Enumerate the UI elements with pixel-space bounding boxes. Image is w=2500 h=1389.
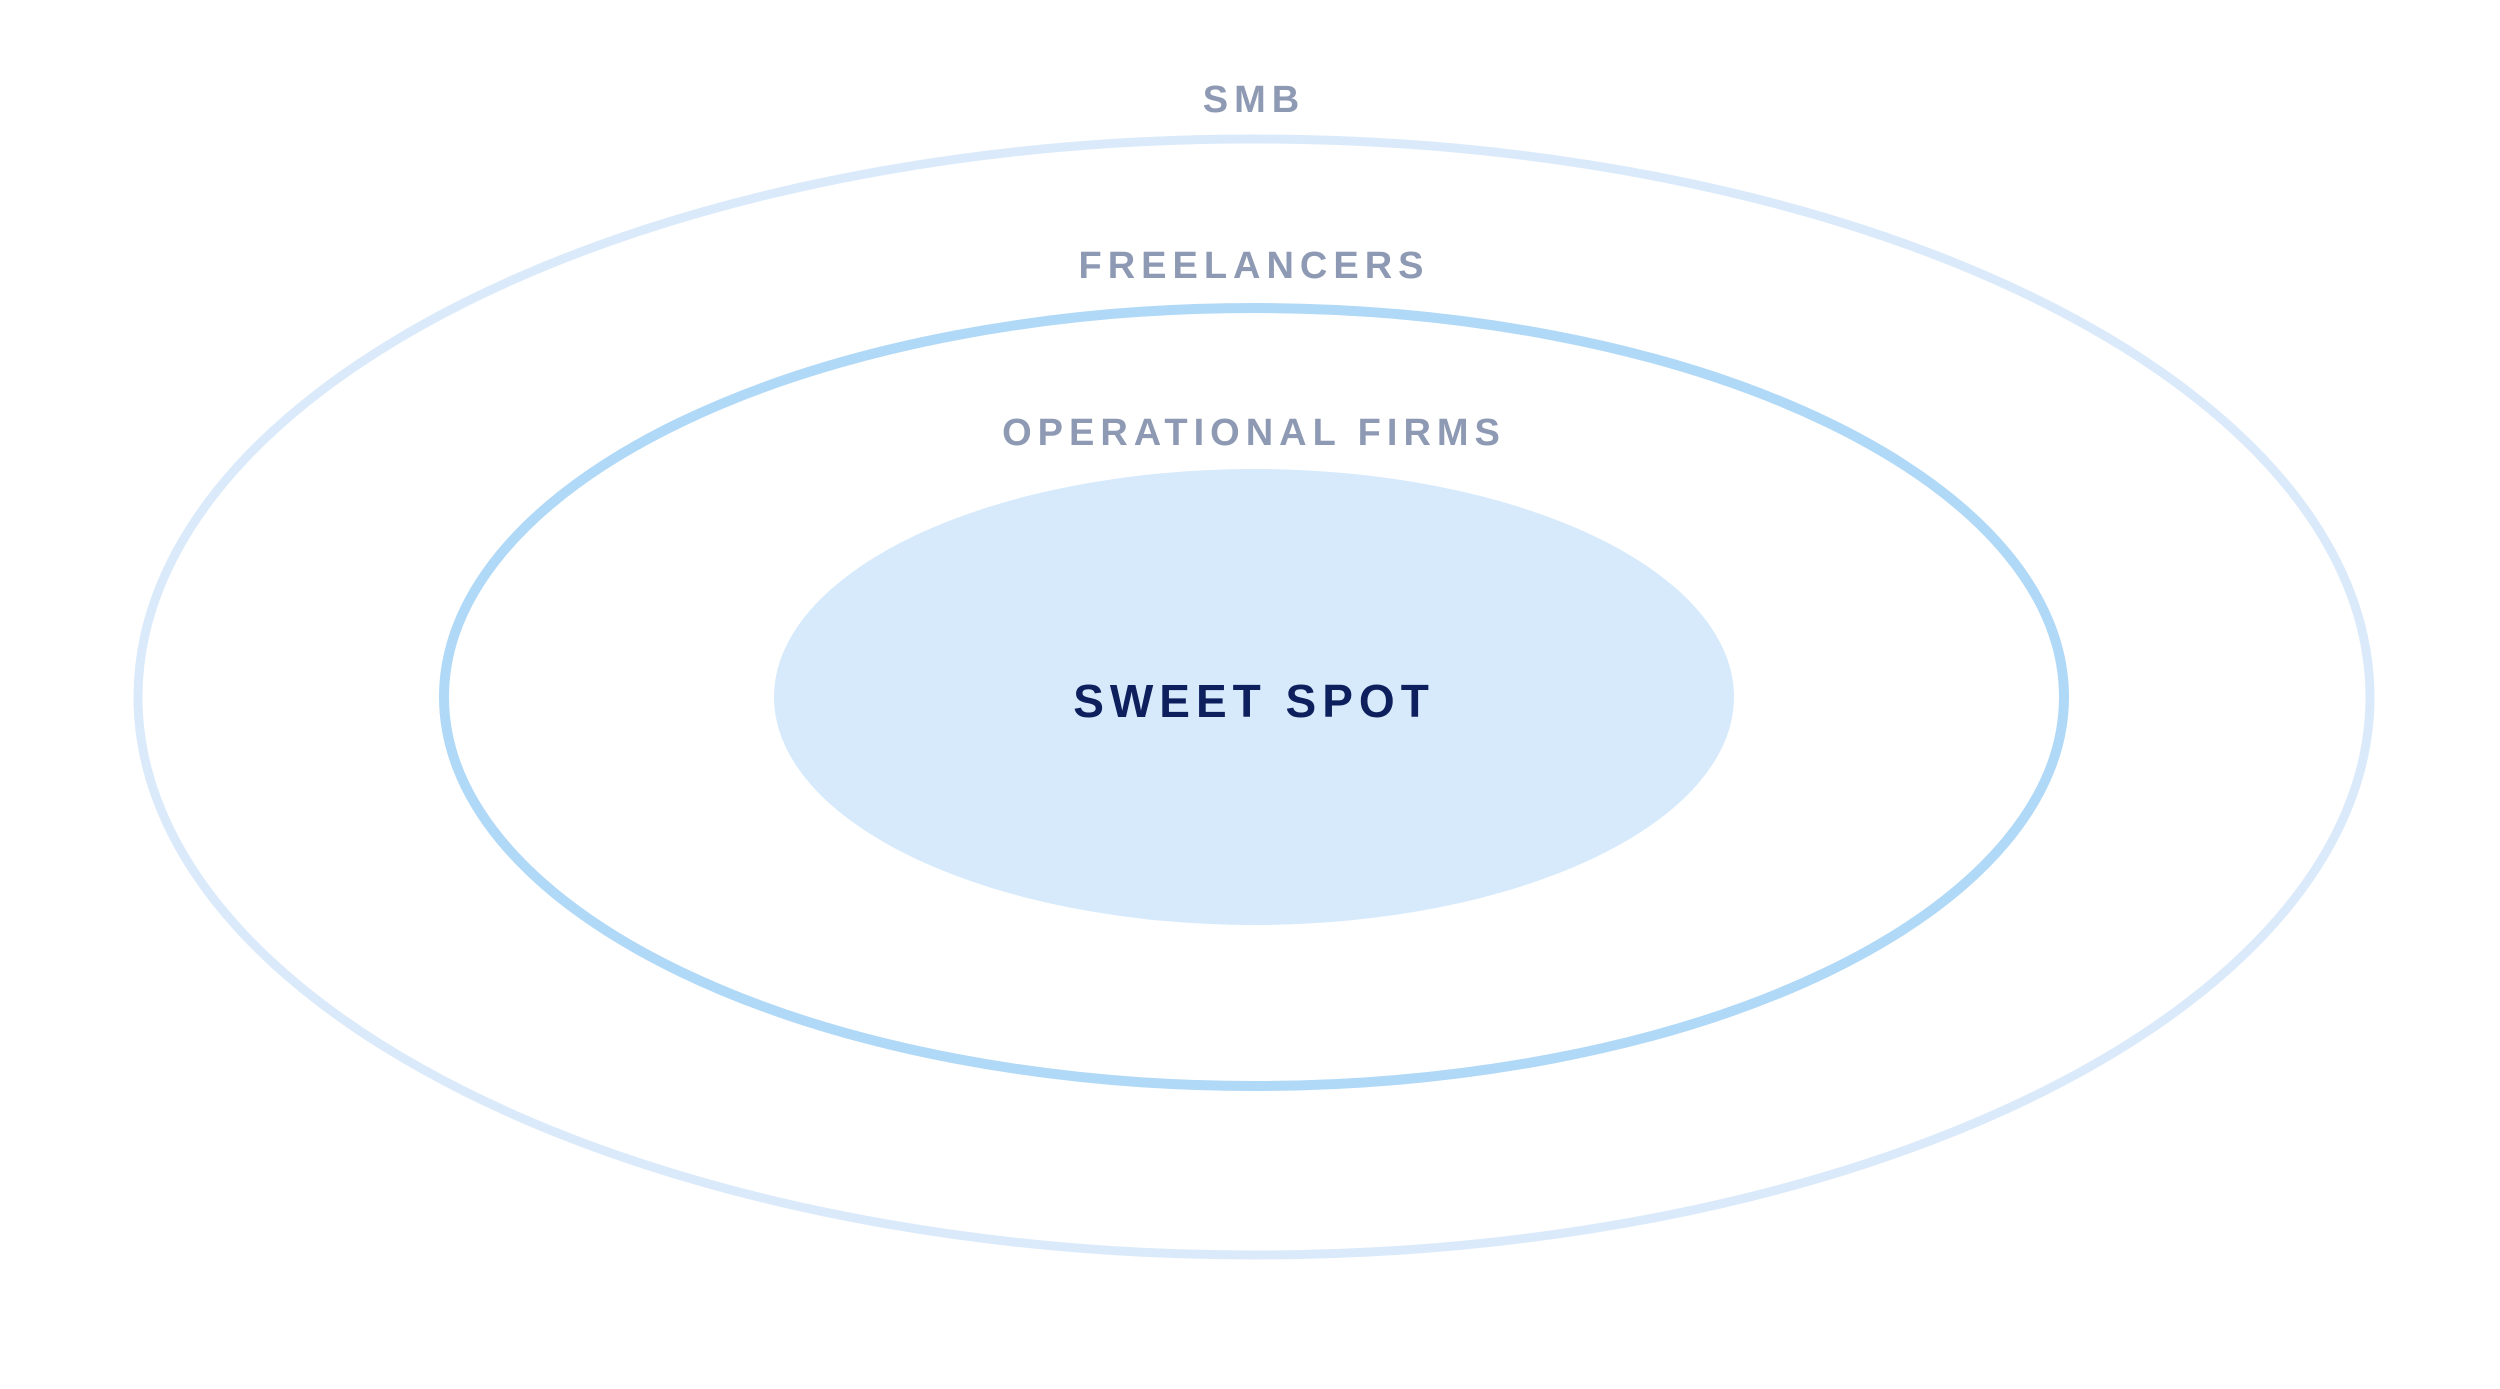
freelancers-label: FREELANCERS [1078, 245, 1429, 287]
sweet-spot-label: SWEET SPOT [1073, 675, 1435, 727]
smb-label: SMB [1203, 79, 1305, 121]
smb-ring [133, 134, 2375, 1260]
freelancers-ring [439, 303, 2069, 1091]
sweet-spot-area [774, 469, 1734, 925]
operational-firms-label: OPERATIONAL FIRMS [1002, 412, 1506, 454]
